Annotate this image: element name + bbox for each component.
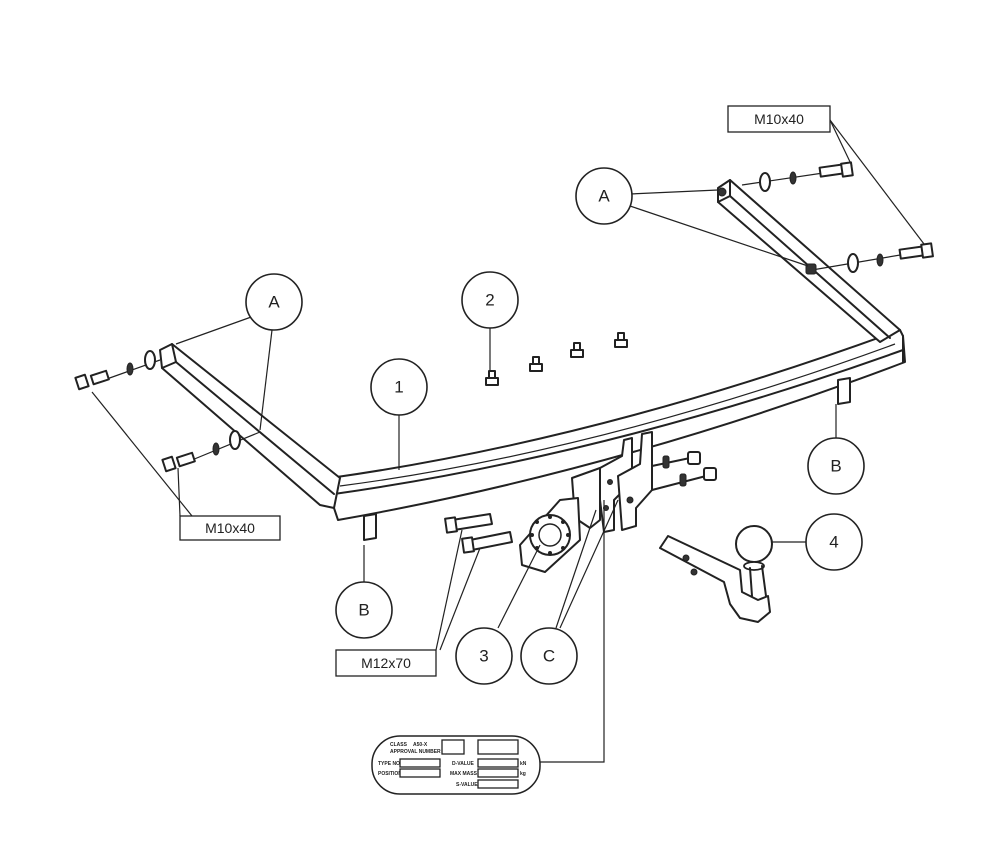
plate-class: CLASS — [390, 742, 408, 748]
callout-b-left: B — [335, 581, 393, 639]
plate-position: POSITION — [378, 771, 402, 777]
m12-bolts — [444, 513, 513, 554]
spec-bolt-left: M10x40 — [205, 520, 255, 536]
spec-box-center: M12x70 — [335, 649, 437, 677]
center-nuts — [651, 451, 717, 491]
left-side-arm — [159, 343, 341, 509]
right-side-arm — [717, 179, 901, 343]
plate-mass-unit: kg — [520, 771, 526, 777]
plate-type: TYPE NO. — [378, 761, 402, 767]
callout-a-right: A — [575, 167, 633, 225]
callout-part-1: 1 — [370, 358, 428, 416]
crossbar — [329, 329, 906, 521]
spec-bolt-right: M10x40 — [754, 111, 804, 127]
callout-b-right-label: B — [830, 457, 841, 476]
leader-lines — [91, 119, 925, 763]
callout-part-1-label: 1 — [394, 378, 403, 397]
plate-class-value: A50-X — [413, 742, 428, 748]
callout-part-3-label: 3 — [479, 647, 488, 666]
callout-part-2: 2 — [461, 271, 519, 329]
left-bracket — [363, 513, 377, 541]
flange-nuts — [485, 332, 628, 386]
right-bolt-lower — [717, 187, 934, 275]
plate-approval: APPROVAL NUMBER — [390, 749, 441, 755]
spec-box-left: M10x40 — [179, 515, 281, 541]
plate-max-mass: MAX MASS — [450, 771, 478, 777]
callout-c-label: C — [543, 647, 555, 666]
tow-ball-neck — [659, 525, 773, 623]
spec-box-right: M10x40 — [727, 105, 831, 133]
left-bolt-upper — [74, 350, 161, 391]
plate-s-value: S-VALUE — [456, 782, 478, 788]
identification-plate: CLASS A50-X APPROVAL NUMBER TYPE NO. D-V… — [371, 735, 541, 795]
right-bolt-upper — [741, 161, 854, 192]
spec-bolt-center: M12x70 — [361, 655, 411, 671]
callout-a-left-label: A — [268, 293, 280, 312]
plate-d-value: D-VALUE — [452, 761, 475, 767]
left-bolt-lower — [161, 430, 261, 473]
callout-b-left-label: B — [358, 601, 369, 620]
callout-a-left: A — [245, 273, 303, 331]
callout-part-3: 3 — [455, 627, 513, 685]
socket-plate — [519, 497, 581, 573]
callout-b-right: B — [807, 437, 865, 495]
callout-c: C — [520, 627, 578, 685]
callout-part-4: 4 — [805, 513, 863, 571]
callout-part-2-label: 2 — [485, 291, 494, 310]
callout-a-right-label: A — [598, 187, 610, 206]
plate-d-unit: kN — [520, 761, 527, 767]
callout-part-4-label: 4 — [829, 533, 838, 552]
right-bracket — [837, 377, 851, 405]
